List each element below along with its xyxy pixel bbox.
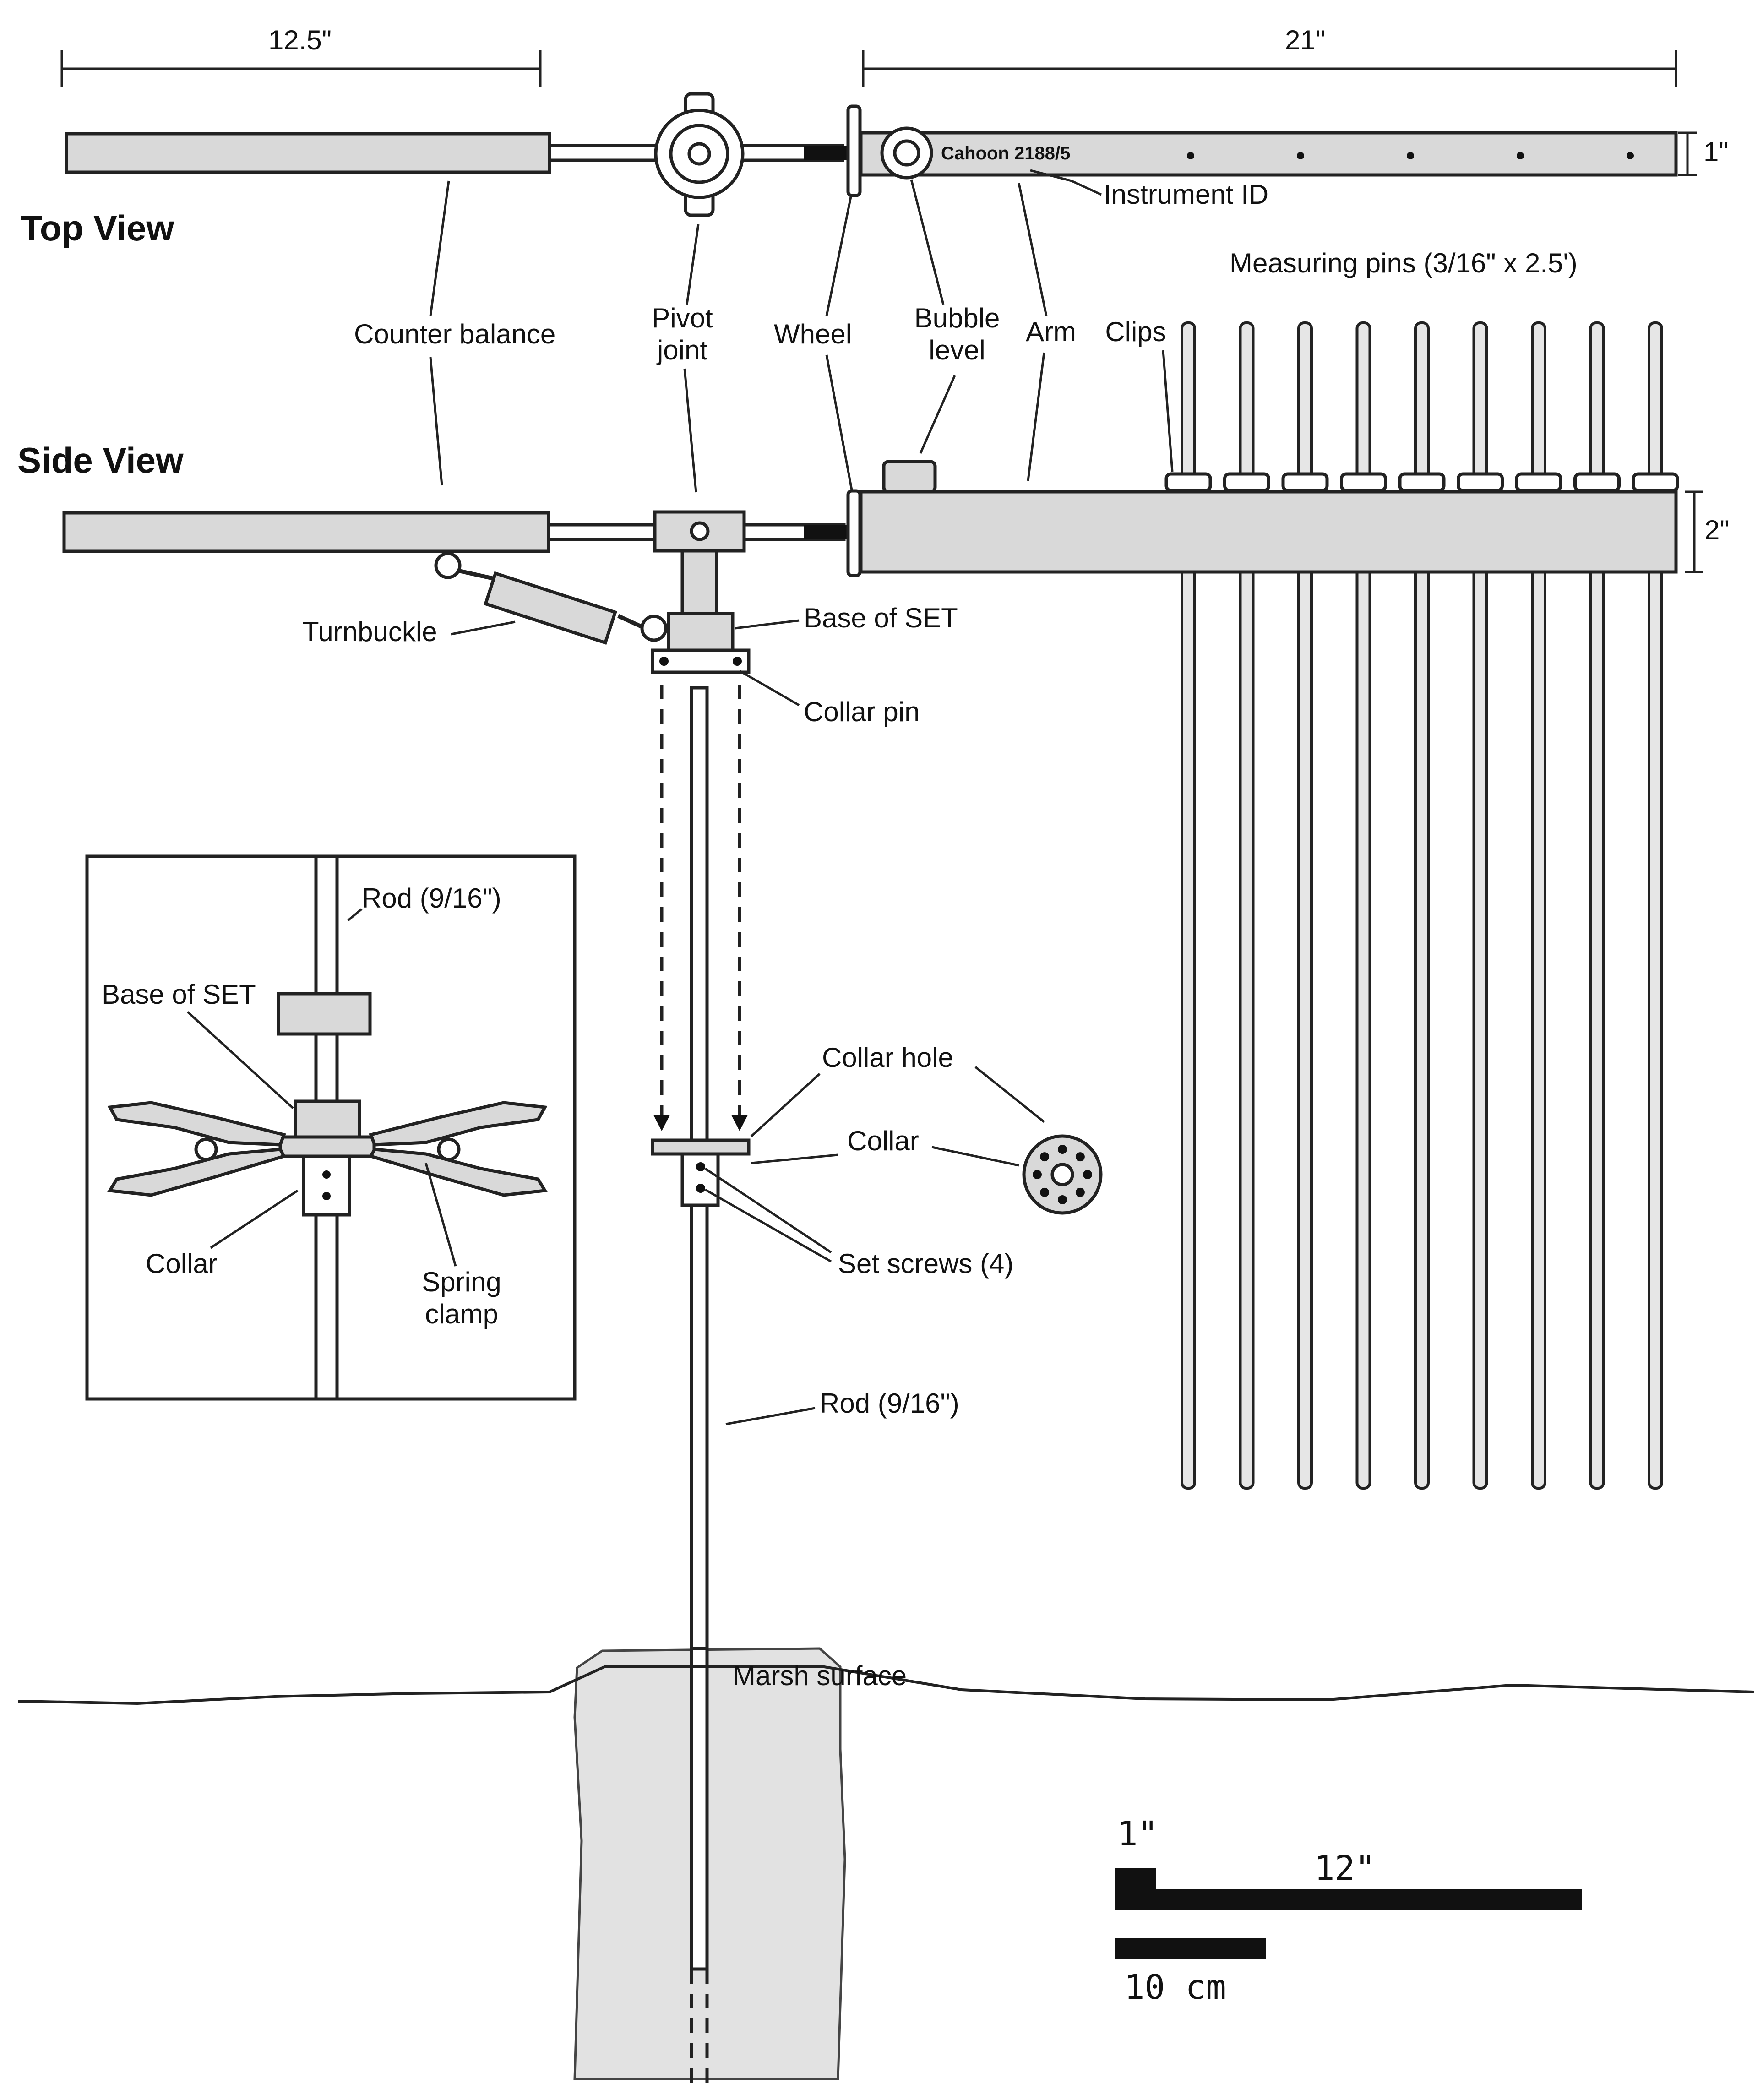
collar-sleeve [680, 1152, 720, 1207]
measuring-pin [1181, 321, 1196, 1490]
arm-id-text: Cahoon 2188/5 [941, 143, 1070, 163]
wheel-label: Wheel [774, 319, 852, 349]
measuring-pin [1355, 321, 1371, 1490]
side-view: Side View 2" [17, 321, 1730, 1490]
inset-collar-plate [278, 1135, 376, 1158]
side-wheel-axle [804, 525, 847, 539]
pin-clip [1340, 472, 1387, 492]
measuring-pin [1239, 321, 1255, 1490]
top-view-title: Top View [21, 208, 174, 248]
side-counterbalance [62, 511, 550, 553]
pin-clip [1281, 472, 1329, 492]
top-clip-marks [1187, 152, 1634, 159]
pin-clip [1398, 472, 1446, 492]
callouts: Instrument ID Measuring pins (3/16" x 2.… [354, 169, 1578, 493]
inset-collar-label: Collar [146, 1248, 218, 1279]
collar-hole [1083, 1170, 1092, 1179]
side-pivot-joint [651, 510, 751, 674]
collar-hole [1058, 1145, 1067, 1154]
collar-hole [1075, 1187, 1085, 1197]
base-of-set-label: Base of SET [804, 603, 958, 633]
instrument-id-label: Instrument ID [1104, 179, 1268, 210]
measuring-pins-label: Measuring pins (3/16" x 2.5') [1230, 248, 1578, 278]
clips-label: Clips [1105, 316, 1166, 347]
pivot-joint-label-2: joint [656, 335, 707, 365]
top-wheel [846, 104, 862, 197]
counter-balance-label: Counter balance [354, 319, 555, 349]
measuring-pin [1297, 321, 1313, 1490]
rod-label: Rod (9/16") [820, 1388, 959, 1419]
side-wheel [846, 489, 862, 577]
bubble-level-label-1: Bubble [914, 303, 1000, 333]
dimension-counterbalance-label: 12.5" [268, 25, 332, 55]
dimension-arm-height: 2" [1685, 490, 1730, 573]
inset-base-of-set-label: Base of SET [102, 979, 256, 1010]
pin-clip [1223, 472, 1270, 492]
dimension-arm-width: 1" [1678, 131, 1729, 176]
top-wheel-axle [804, 146, 847, 160]
measuring-pins [1164, 321, 1679, 1490]
set-screws-label: Set screws (4) [838, 1248, 1013, 1279]
collar-hole-label: Collar hole [822, 1042, 953, 1073]
inset-rod-label: Rod (9/16") [362, 883, 501, 914]
spring-clamp-left [107, 1101, 287, 1197]
pin-clip [1632, 472, 1679, 492]
top-pivot-joint [654, 92, 745, 217]
inset-base-of-set [294, 1099, 361, 1139]
marsh-surface-label: Marsh surface [733, 1660, 907, 1691]
spring-clamp-right [368, 1101, 548, 1197]
arm-label: Arm [1026, 316, 1076, 347]
scale-metric-label: 10 cm [1124, 1968, 1226, 2007]
borehole [573, 1647, 846, 2080]
measuring-pin [1589, 321, 1605, 1490]
inset-collar [302, 1154, 351, 1217]
collar-top-view [1022, 1134, 1103, 1215]
scale-bar-ten-cm [1115, 1938, 1266, 1959]
pin-clip [1515, 472, 1562, 492]
dimension-arm-width-label: 1" [1703, 136, 1729, 167]
marsh-surface-line [18, 1665, 1754, 1705]
measuring-pin [1648, 321, 1663, 1490]
side-bubble-level [882, 460, 937, 494]
inset-spring-clamp-label-1: Spring [422, 1267, 501, 1297]
pivot-joint-label-1: Pivot [652, 303, 713, 333]
turnbuckle [434, 552, 668, 645]
measuring-pin [1531, 321, 1546, 1490]
pin-clip [1164, 472, 1212, 492]
scale-large-label: 12" [1314, 1849, 1376, 1888]
side-arm [859, 490, 1678, 574]
collar-label: Collar [847, 1126, 919, 1156]
collar-hole [1058, 1195, 1067, 1204]
collar-hole [1033, 1170, 1042, 1179]
pin-clip [1457, 472, 1504, 492]
collar-hole [1040, 1187, 1050, 1197]
scale-bar-twelve-inch [1115, 1889, 1582, 1910]
top-arm [859, 131, 1678, 177]
marsh-surface: Marsh surface [18, 1647, 1754, 2093]
side-view-title: Side View [17, 440, 184, 480]
scale-small-label: 1" [1117, 1814, 1158, 1854]
turnbuckle-label: Turnbuckle [302, 616, 437, 647]
dimension-arm-height-label: 2" [1704, 515, 1730, 545]
top-view: Top View Cahoon 2188/5 1" [21, 92, 1729, 248]
measuring-pin [1472, 321, 1488, 1490]
bubble-level-label-2: level [929, 335, 985, 365]
collar [651, 1138, 751, 1156]
collar-hole [1040, 1152, 1050, 1162]
collar-hole [1075, 1152, 1085, 1162]
dimension-arm-label: 21" [1285, 25, 1325, 55]
dimension-counterbalance: 12.5" [60, 25, 542, 87]
inset-spring-clamp-label-2: clamp [425, 1299, 498, 1329]
inset-base-of-set-top [277, 992, 372, 1036]
top-counterbalance [65, 132, 551, 174]
scale-bar: 1" 12" 10 cm [1115, 1814, 1582, 2007]
pin-clip [1573, 472, 1621, 492]
dimension-arm: 21" [862, 25, 1677, 87]
measuring-pin [1414, 321, 1430, 1490]
inset-detail: Rod (9/16") Base of SET Collar Spring cl… [85, 854, 577, 1401]
collar-pin-label: Collar pin [804, 696, 920, 727]
